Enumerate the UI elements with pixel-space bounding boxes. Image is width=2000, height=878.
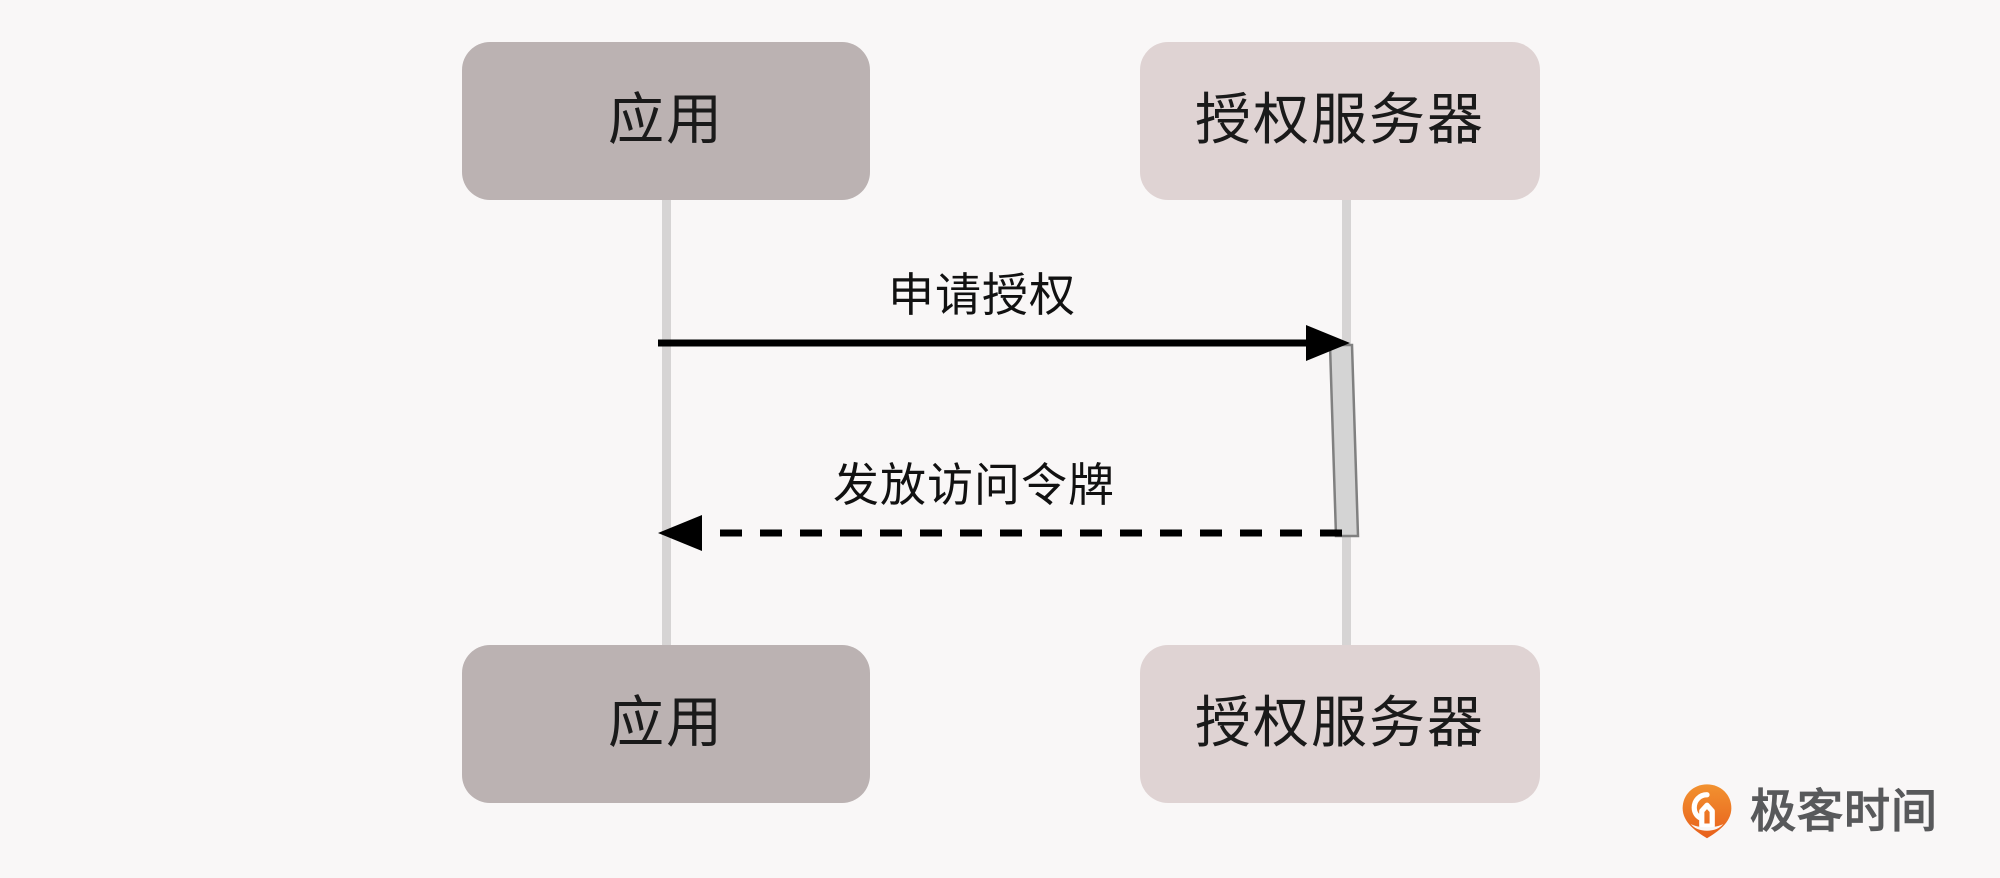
lifeline-auth-server bbox=[1342, 200, 1351, 645]
message-arrow-request-authorization bbox=[658, 325, 1350, 361]
participant-box-app-top[interactable]: 应用 bbox=[462, 42, 870, 200]
participant-label-app-bottom: 应用 bbox=[608, 691, 724, 756]
brand-watermark: 极客时间 bbox=[1678, 782, 1938, 840]
message-label-request-authorization: 申请授权 bbox=[888, 268, 1076, 322]
lifeline-app bbox=[662, 200, 671, 645]
participant-label-auth-server-top: 授权服务器 bbox=[1195, 88, 1485, 153]
geektime-pin-icon bbox=[1682, 784, 1732, 839]
participant-label-app-top: 应用 bbox=[608, 88, 724, 153]
participant-box-auth-server-bottom[interactable]: 授权服务器 bbox=[1140, 645, 1540, 803]
brand-name: 极客时间 bbox=[1750, 784, 1938, 838]
participant-box-auth-server-top[interactable]: 授权服务器 bbox=[1140, 42, 1540, 200]
message-arrow-issue-access-token bbox=[658, 515, 1342, 551]
message-label-issue-access-token: 发放访问令牌 bbox=[833, 458, 1115, 512]
participant-label-auth-server-bottom: 授权服务器 bbox=[1195, 691, 1485, 756]
participant-box-app-bottom[interactable]: 应用 bbox=[462, 645, 870, 803]
